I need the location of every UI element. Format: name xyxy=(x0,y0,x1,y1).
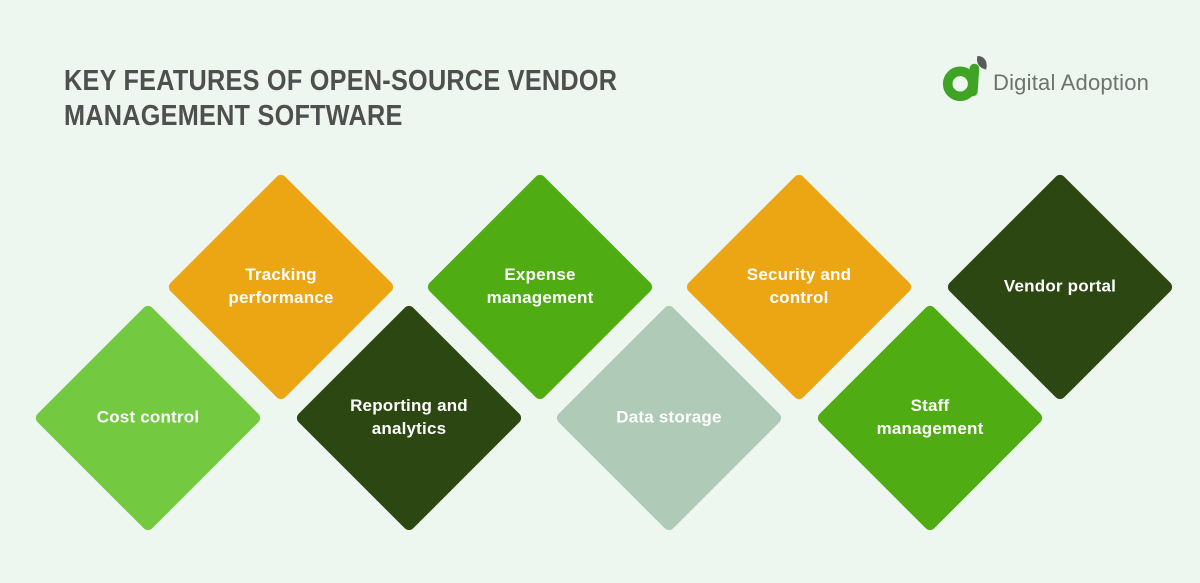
page-title: KEY FEATURES OF OPEN-SOURCE VENDOR MANAG… xyxy=(64,65,618,133)
diamond-label: Vendor portal xyxy=(1003,276,1117,296)
diamond-label: Security and control xyxy=(746,265,852,307)
diamond-data-storage: Data storage xyxy=(554,303,784,533)
diamond-reporting-and-analytics: Reporting and analytics xyxy=(294,303,524,533)
diamond-vendor-portal: Vendor portal xyxy=(945,172,1175,402)
diamond-staff-management: Staff management xyxy=(815,303,1045,533)
brand-logo: Digital Adoption xyxy=(941,55,1149,110)
diamond-label: Expense management xyxy=(486,265,594,307)
diamond-label: Reporting and analytics xyxy=(350,396,468,438)
digital-adoption-logo-icon xyxy=(941,55,989,110)
diamond-label: Staff management xyxy=(876,396,984,438)
diamond-tracking-performance: Tracking performance xyxy=(166,172,396,402)
logo-text: Digital Adoption xyxy=(993,69,1150,95)
diamond-label: Cost control xyxy=(96,407,200,427)
diamond-label: Tracking performance xyxy=(228,265,334,307)
diamond-security-and-control: Security and control xyxy=(684,172,914,402)
diamond-label: Data storage xyxy=(616,407,722,427)
diamond-expense-management: Expense management xyxy=(425,172,655,402)
diamond-cost-control: Cost control xyxy=(33,303,263,533)
